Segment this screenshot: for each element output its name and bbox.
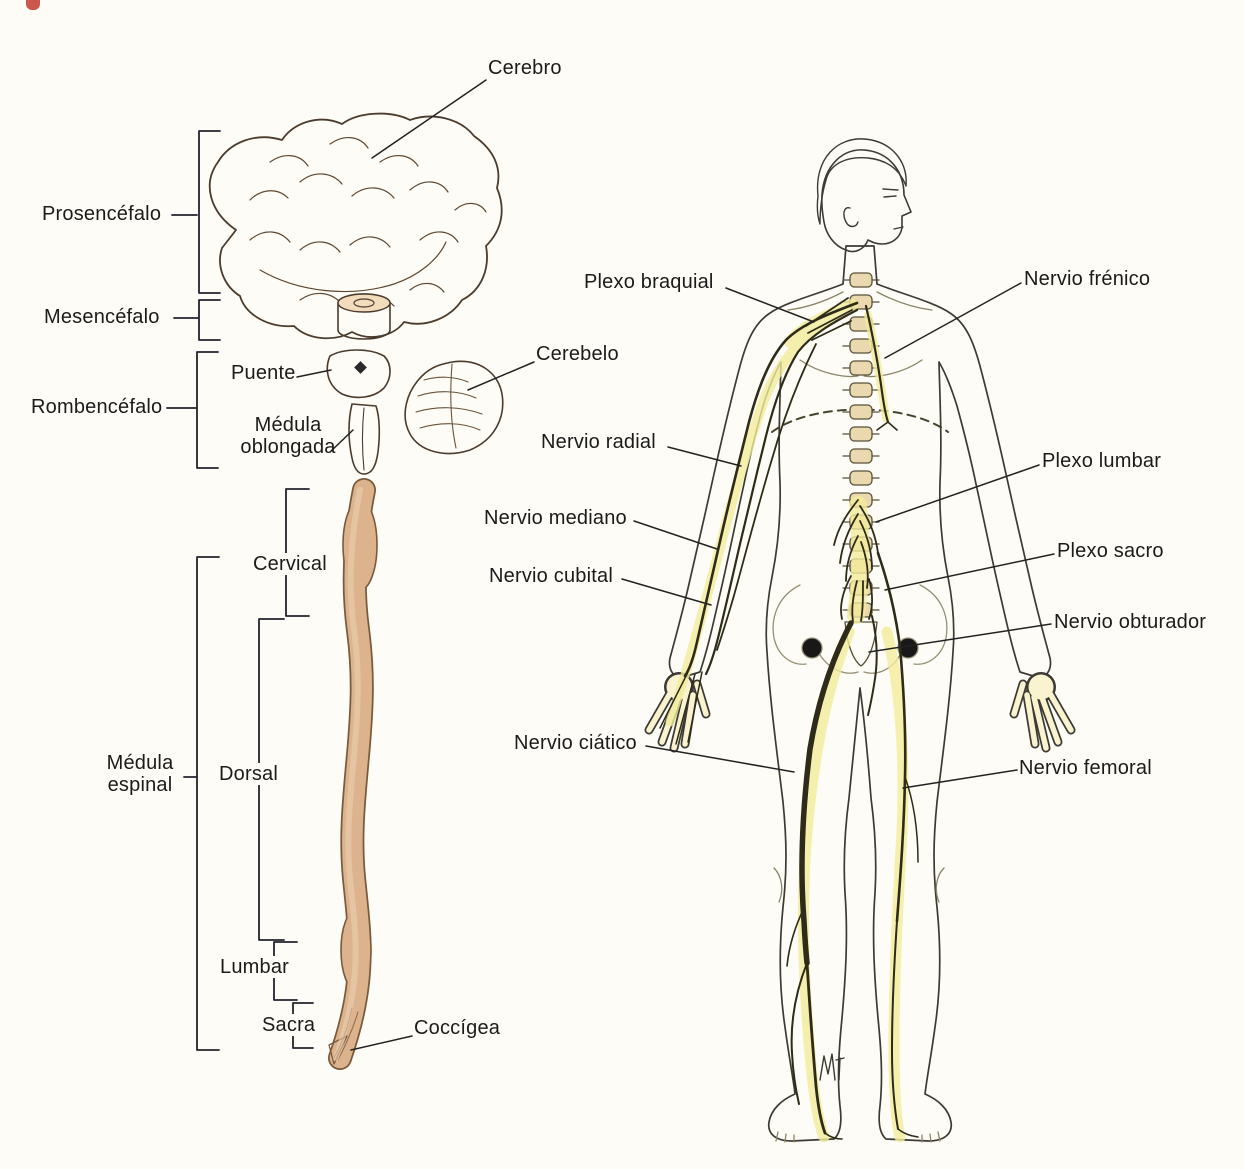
artist-monogram (819, 1053, 845, 1081)
label-nervio-mediano: Nervio mediano (484, 507, 627, 529)
leader-cerebro (371, 79, 487, 159)
pons-drawing (326, 349, 391, 399)
label-nervio-obturador: Nervio obturador (1054, 611, 1207, 633)
peripheral-nerves (659, 297, 919, 1140)
brackets (166, 130, 314, 1051)
right-hand (1009, 672, 1076, 753)
leader-cerebelo (467, 361, 535, 391)
rombencefalo-bracket (196, 351, 219, 469)
label-sacra: Sacra (259, 1014, 319, 1037)
gyri-lines (249, 137, 487, 307)
leader-plexo-sacro (884, 553, 1055, 591)
label-lumbar: Lumbar (217, 956, 293, 979)
leader-nervio-obturador (868, 623, 1052, 653)
cerebrum-shape (209, 112, 503, 340)
eyebrow-line (882, 188, 899, 191)
cord-highlight (333, 487, 363, 1061)
label-nervio-radial: Nervio radial (541, 431, 656, 453)
mouth-line (893, 226, 904, 230)
leader-plexo-lumbar (875, 464, 1040, 523)
leader-nervio-mediano (633, 520, 718, 550)
label-cerebro: Cerebro (488, 57, 562, 79)
label-cerebelo: Cerebelo (536, 343, 619, 365)
leader-coccigea (350, 1035, 413, 1051)
cervical-bracket (285, 488, 310, 617)
hair (816, 138, 907, 225)
femoral-nerve (876, 551, 919, 1138)
label-plexo-sacro: Plexo sacro (1057, 540, 1164, 562)
ear-shape (843, 207, 859, 228)
label-nervio-femoral: Nervio femoral (1019, 757, 1152, 779)
label-nervio-frenico: Nervio frénico (1024, 268, 1151, 290)
label-plexo-lumbar: Plexo lumbar (1042, 450, 1162, 472)
skeleton-and-organs (771, 272, 949, 674)
leader-nervio-radial (667, 446, 742, 467)
leader-plexo-braquial (725, 287, 815, 323)
brain-drawing (209, 112, 503, 340)
finger-nerve-branches (659, 671, 703, 745)
ulnar-nerve (716, 343, 817, 651)
pons-dark-spot (354, 361, 367, 374)
sacral-plexus-nerve (840, 575, 873, 622)
prosencefalo-bracket (198, 130, 221, 294)
label-cervical: Cervical (250, 553, 330, 576)
pelvis-outline (772, 584, 948, 674)
radial-nerve (683, 301, 859, 678)
face-features (843, 188, 904, 230)
mesencefalo-bracket (198, 299, 221, 341)
leader-nervio-cubital (621, 578, 712, 606)
medula-espinal-bracket (196, 556, 220, 1051)
label-nervio-cubital: Nervio cubital (489, 565, 613, 587)
scan-artifact (26, 0, 40, 10)
label-prosencefalo: Prosencéfalo (42, 203, 162, 225)
label-dorsal: Dorsal (216, 763, 281, 786)
spinal-cord-drawing (328, 478, 378, 1070)
eye-line (883, 195, 897, 198)
lumbar-plexus-nerve (833, 499, 879, 589)
leader-medula-oblongada (329, 429, 354, 453)
body-detail-lines (773, 291, 945, 1143)
leader-nervio-frenico (884, 282, 1022, 359)
label-coccigea: Coccígea (414, 1017, 501, 1039)
label-medula-oblongada: Médula oblongada (240, 414, 336, 459)
leader-puente (296, 369, 332, 378)
obturator-nerve (867, 615, 878, 716)
median-nerve (704, 308, 859, 676)
leader-lines (296, 79, 1055, 1051)
label-mesencefalo: Mesencéfalo (44, 306, 160, 328)
cerebellum-drawing (404, 360, 504, 455)
label-medula-espinal: Médula espinal (106, 752, 174, 797)
body-outline (668, 245, 1052, 1142)
leader-nervio-ciatico (645, 745, 795, 773)
label-nervio-ciatico: Nervio ciático (514, 732, 637, 754)
label-puente: Puente (231, 362, 296, 384)
phrenic-nerve (864, 304, 898, 431)
leader-nervio-femoral (902, 769, 1018, 789)
midbrain-drawing (337, 293, 391, 340)
label-plexo-braquial: Plexo braquial (584, 271, 714, 293)
medulla-oblongata-drawing (348, 403, 381, 475)
head (821, 149, 912, 253)
label-rombencefalo: Rombencéfalo (31, 396, 163, 418)
sciatic-nerve (786, 620, 854, 1140)
